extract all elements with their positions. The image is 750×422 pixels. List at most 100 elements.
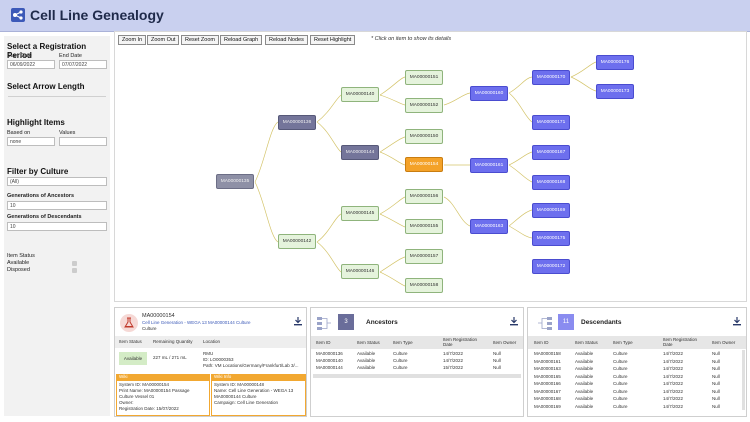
ancestors-table-cell: Culture [393, 351, 408, 356]
graph-node-descendant[interactable]: MA00000169 [532, 203, 570, 218]
graph-node[interactable]: MA00000151 [405, 70, 443, 85]
ancestors-table-cell: Null [493, 365, 501, 370]
descendants-tree-icon [538, 317, 552, 330]
reload-nodes-button[interactable]: Reload Nodes [265, 35, 308, 45]
title-bar: Cell Line Genealogy [0, 0, 750, 32]
graph-node-descendant[interactable]: MA00000170 [532, 70, 570, 85]
graph-node-descendant[interactable]: MA00000163 [470, 219, 508, 234]
detail-left-line: Print Name: MA00000154 Passage [119, 388, 190, 393]
descendants-table-cell: MA00000158 [534, 351, 561, 356]
descendants-table-cell: Culture [613, 381, 628, 386]
download-icon[interactable] [293, 316, 303, 326]
ancestors-table-cell: Available [357, 365, 376, 370]
descendants-table-cell: Available [575, 351, 594, 356]
graph-node-descendant[interactable]: MA00000172 [532, 259, 570, 274]
item-detail-panel: MA00000154 Cell Line Generation - WEGA 1… [114, 307, 307, 417]
graph-node[interactable]: MA00000152 [405, 98, 443, 113]
ancestors-table-cell: Culture [393, 365, 408, 370]
graph-node[interactable]: MA00000158 [405, 278, 443, 293]
graph-node-descendant[interactable]: MA00000168 [532, 175, 570, 190]
graph-node[interactable]: MA00000150 [405, 129, 443, 144]
reload-graph-button[interactable]: Reload Graph [220, 35, 263, 45]
detail-left-line: Culture Vessel 01 [119, 394, 155, 399]
detail-location-name: RMU [203, 351, 214, 356]
graph-node-descendant[interactable]: MA00000160 [470, 86, 508, 101]
graph-node[interactable]: MA00000142 [278, 234, 316, 249]
graph-node-selected[interactable]: MA00000154 [405, 157, 443, 172]
registration-period-heading: Select a Registration Period [7, 42, 87, 60]
descendants-panel: 11 Descendants Item ID Item Status Item … [527, 307, 747, 417]
detail-left-line: Owner: [119, 400, 134, 405]
graph-node-descendant[interactable]: MA00000175 [532, 231, 570, 246]
graph-node-descendant[interactable]: MA00000171 [532, 115, 570, 130]
descendants-col-header: Item Status [575, 340, 598, 345]
filter-sidebar: Select a Registration Period Start Date … [4, 36, 110, 416]
filter-culture-heading: Filter by Culture [7, 167, 69, 176]
reset-zoom-button[interactable]: Reset Zoom [181, 35, 219, 45]
graph-node-root[interactable]: MA00000135 [216, 174, 254, 189]
descendants-table-cell: MA00000166 [534, 381, 561, 386]
descendants-table-cell: Available [575, 358, 594, 364]
graph-node-ancestor[interactable]: MA00000136 [278, 115, 316, 130]
ancestors-table-cell: MA00000144 [316, 365, 343, 370]
detail-right-line: MA00000144 Culture [214, 394, 257, 399]
ancestors-col-header: Item Status [357, 340, 380, 345]
detail-campaign-link[interactable]: Cell Line Generation - WEGA 13 MA0000014… [142, 320, 251, 325]
zoom-out-button[interactable]: Zoom Out [147, 35, 180, 45]
descendants-table-cell: MA00000168 [534, 396, 561, 401]
detail-left-line: Registration Date: 15/07/2022 [119, 406, 179, 411]
detail-location-path: Path: VM Locations/Germany/Frankfurt/Lab… [203, 363, 299, 368]
descendants-scrollbar[interactable] [742, 350, 745, 410]
graph-node-descendant[interactable]: MA00000173 [596, 84, 634, 99]
start-date-input[interactable]: 06/09/2022 [7, 60, 55, 69]
reset-highlight-button[interactable]: Reset Highlight [310, 35, 356, 45]
graph-node-descendant[interactable]: MA00000167 [532, 145, 570, 160]
graph-node-descendant[interactable]: MA00000161 [470, 158, 508, 173]
gen-ancestors-input[interactable]: 10 [7, 201, 107, 210]
ancestors-table-cell: MA00000140 [316, 358, 343, 363]
graph-node[interactable]: MA00000157 [405, 249, 443, 264]
descendants-table-cell: Null [712, 403, 720, 409]
ancestors-table-cell: 14/7/2022 [443, 358, 464, 363]
ancestors-tree-icon [317, 317, 331, 330]
detail-item-id: MA00000154 [142, 313, 175, 319]
ancestors-table-cell: Available [357, 351, 376, 356]
based-on-value: none [10, 139, 22, 145]
detail-tab-left[interactable]: Wiki [116, 374, 210, 380]
descendants-table-cell: Available [575, 381, 594, 386]
ancestors-table-cell: Null [493, 358, 501, 363]
graph-node[interactable]: MA00000145 [341, 206, 379, 221]
status-available-toggle[interactable] [72, 261, 77, 266]
graph-node[interactable]: MA00000156 [405, 189, 443, 204]
based-on-select[interactable]: none [7, 137, 55, 146]
culture-select[interactable]: (All) [7, 177, 107, 186]
gen-descendants-input[interactable]: 10 [7, 222, 107, 231]
graph-node[interactable]: MA00000155 [405, 219, 443, 234]
graph-node-ancestor[interactable]: MA00000144 [341, 145, 379, 160]
download-icon[interactable] [732, 316, 742, 326]
detail-tab-right[interactable]: Wiki Info [211, 374, 306, 380]
genealogy-graph[interactable]: Zoom In Zoom Out Reset Zoom Reload Graph… [114, 31, 747, 302]
descendants-table-cell: 14/7/2022 [663, 403, 684, 409]
ancestors-scrollbar[interactable] [313, 374, 521, 378]
status-disposed-toggle[interactable] [72, 268, 77, 273]
detail-right-line: System ID: MA00000148 [214, 382, 265, 387]
descendants-table-cell: Null [712, 351, 720, 356]
genealogy-logo-icon [11, 8, 25, 22]
status-disposed-label: Disposed [7, 267, 30, 273]
detail-right-line: Name: Cell Line Generation - WEGA 13 [214, 388, 294, 393]
graph-node-descendant[interactable]: MA00000176 [596, 55, 634, 70]
graph-node[interactable]: MA00000140 [341, 87, 379, 102]
item-status-label: Item Status [7, 253, 35, 259]
arrow-length-slider[interactable] [8, 96, 106, 97]
descendants-table-header [528, 336, 746, 349]
ancestors-table-cell: MA00000136 [316, 351, 343, 356]
graph-node[interactable]: MA00000146 [341, 264, 379, 279]
detail-item-type: Culture [142, 326, 157, 331]
end-date-input[interactable]: 07/07/2022 [59, 60, 107, 69]
zoom-in-button[interactable]: Zoom In [118, 35, 147, 45]
values-select[interactable] [59, 137, 107, 146]
descendants-table-cell: MA00000167 [534, 388, 561, 394]
download-icon[interactable] [509, 316, 519, 326]
highlight-items-heading: Highlight Items [7, 118, 65, 127]
